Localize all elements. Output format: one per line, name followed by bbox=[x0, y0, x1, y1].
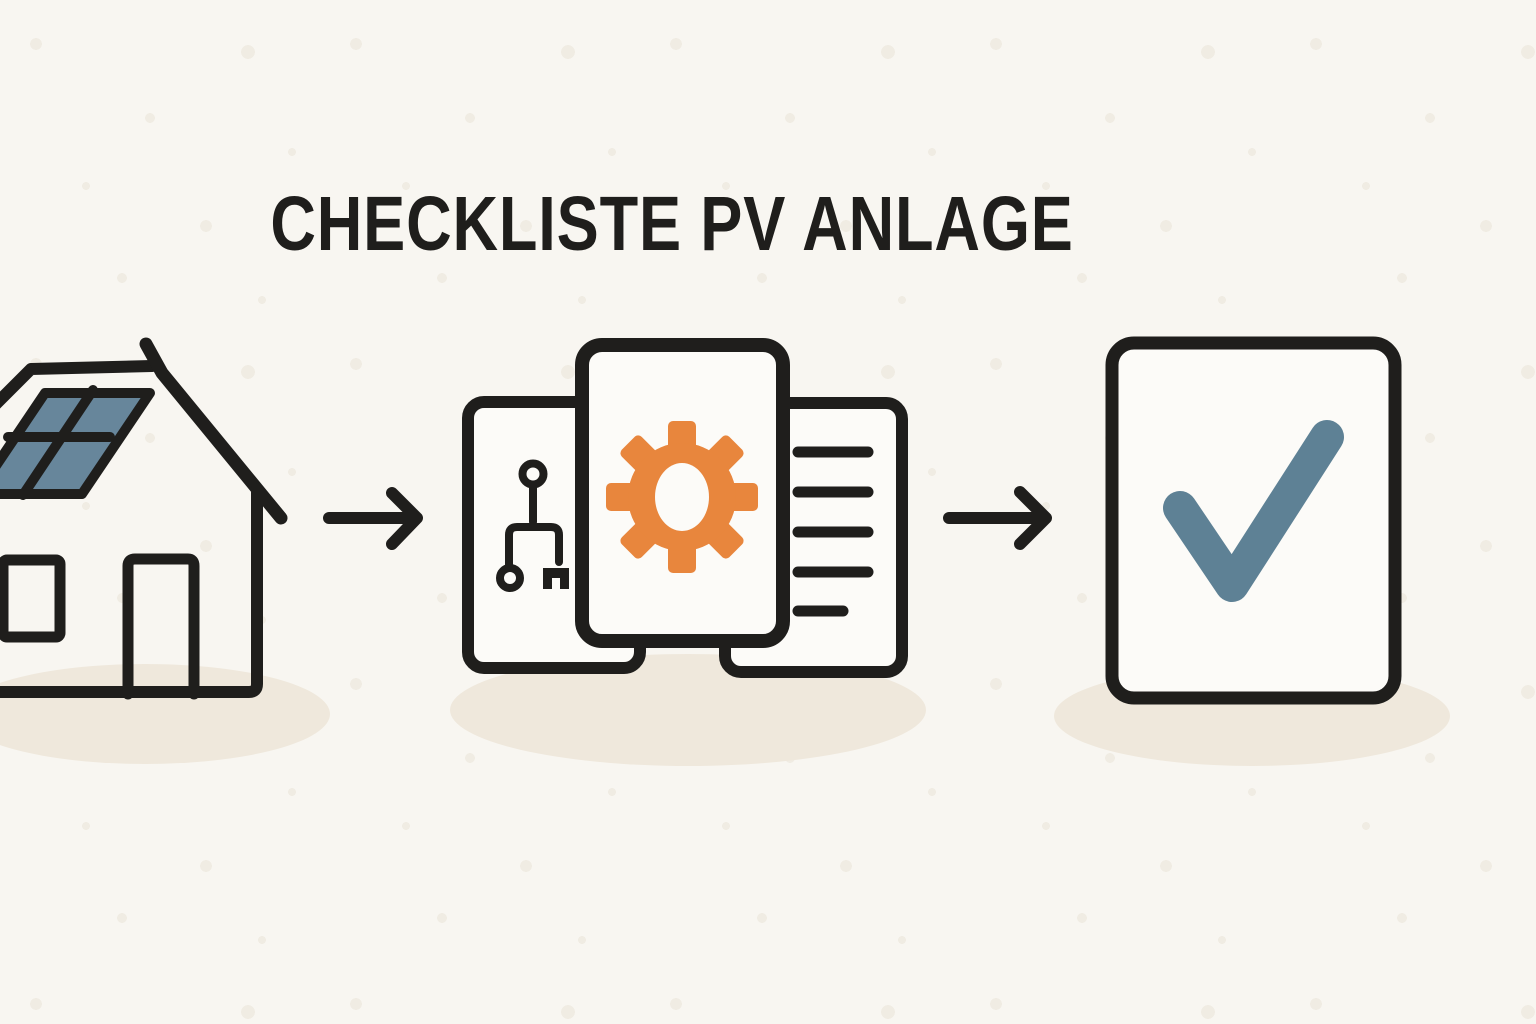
house-shadow bbox=[0, 664, 330, 764]
circuit-node-bottom bbox=[496, 564, 524, 592]
solar-panel-divider-diagonal bbox=[18, 385, 98, 500]
text-lines-icon bbox=[792, 446, 874, 617]
documents-shadow bbox=[450, 654, 926, 766]
arrow-right-icon-1 bbox=[323, 487, 423, 550]
house-window bbox=[0, 554, 66, 643]
roof-ridge-line bbox=[0, 360, 158, 409]
house-door bbox=[122, 553, 200, 700]
arrow-head bbox=[1014, 486, 1052, 550]
circuit-icon bbox=[496, 459, 569, 592]
page-title: CHECKLISTE PV ANLAGE bbox=[270, 181, 1074, 267]
house-solar-icon bbox=[0, 337, 288, 700]
circuit-branches bbox=[505, 523, 563, 572]
gear-icon bbox=[606, 421, 758, 573]
arrow-right-icon-2 bbox=[943, 486, 1052, 550]
checkmark-icon bbox=[1163, 420, 1344, 602]
arrow-head bbox=[386, 487, 423, 550]
gear-hole bbox=[655, 463, 709, 531]
circuit-plug bbox=[543, 568, 569, 589]
checkmark-document-icon bbox=[1105, 336, 1402, 705]
roof-beam bbox=[139, 337, 288, 525]
documents-gear-icon bbox=[462, 338, 908, 678]
house-wall-floor bbox=[0, 483, 263, 698]
circuit-node-top bbox=[518, 459, 548, 489]
